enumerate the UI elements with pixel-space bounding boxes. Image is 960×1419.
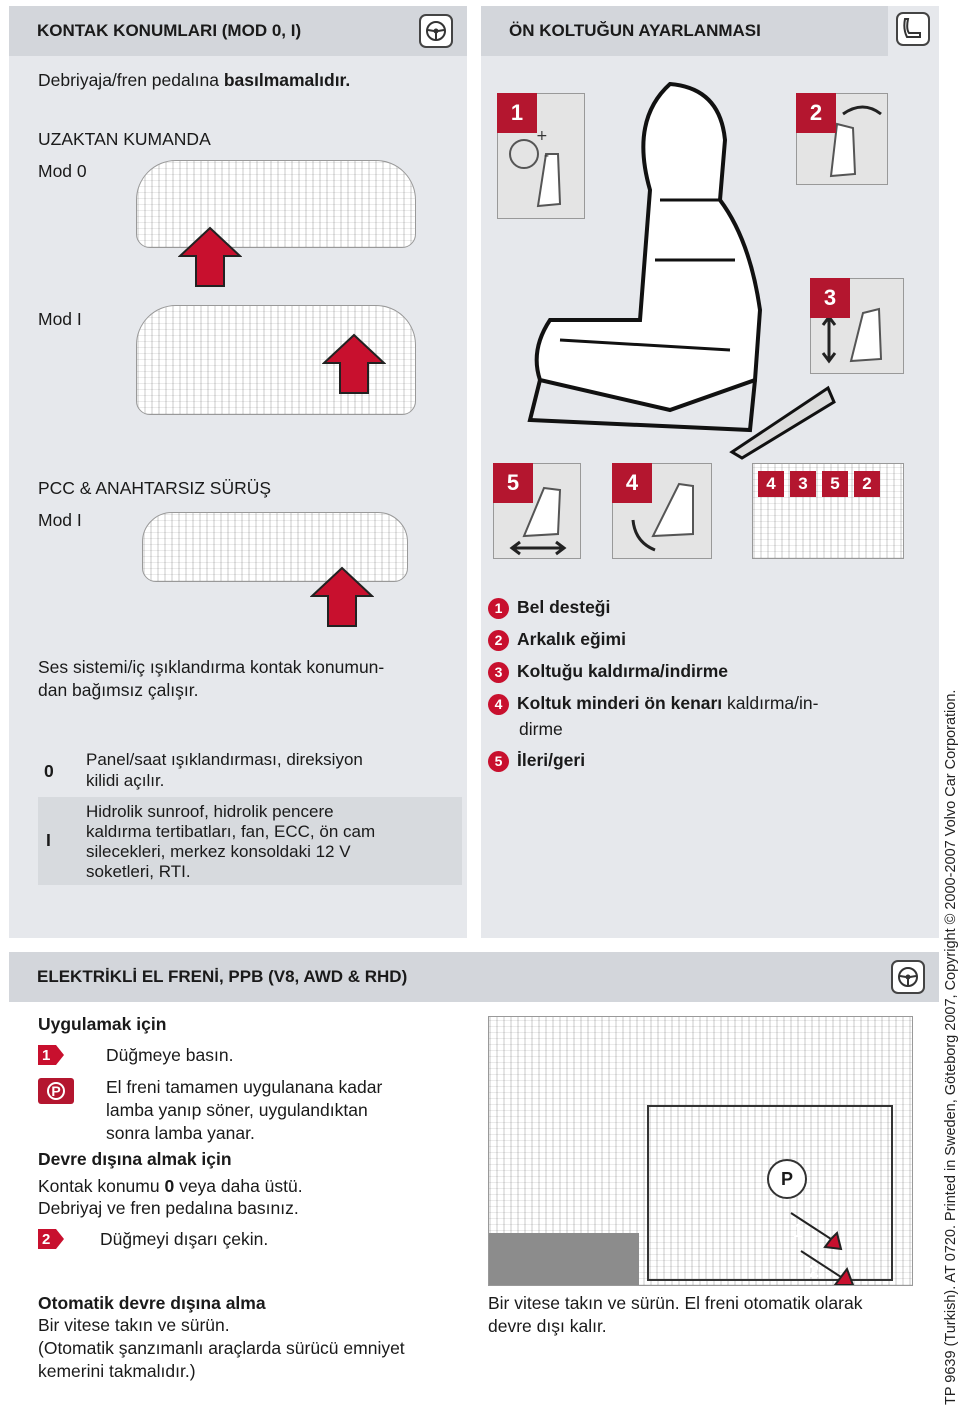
- release-line2: Debriyaj ve fren pedalına basınız.: [38, 1198, 299, 1218]
- dashboard-brake-photo: P 1 2: [488, 1016, 913, 1286]
- ignition-header: KONTAK KONUMLARI (MOD 0, I): [9, 6, 467, 56]
- table-key-0: 0: [44, 761, 54, 781]
- table-row: [38, 797, 462, 885]
- small-badge: 3: [790, 471, 816, 497]
- auto-heading: Otomatik devre dışına alma: [38, 1293, 266, 1313]
- push-pull-arrows-icon: 1 2: [790, 1212, 855, 1285]
- table-row: [38, 747, 462, 795]
- seat-controls-closeup: [728, 382, 838, 462]
- parking-brake-button-icon: P: [767, 1159, 807, 1199]
- seat-item-4-cont: dirme: [519, 719, 563, 739]
- table-value-I: Hidrolik sunroof, hidrolik pencere kaldı…: [86, 802, 376, 881]
- auto-release-note: Bir vitese takın ve sürün. El freni otom…: [488, 1293, 863, 1336]
- red-step-arrow-icon: [38, 1045, 64, 1065]
- red-arrow-up-icon: [178, 226, 242, 287]
- apply-heading: Uygulamak için: [38, 1014, 167, 1034]
- red-arrow-up-icon: [322, 333, 386, 394]
- step1-num: 1: [42, 1047, 51, 1064]
- badge-3: 3: [810, 278, 850, 318]
- badge-1: 1: [497, 93, 537, 133]
- parking-lamp-icon: P: [38, 1078, 74, 1104]
- steering-wheel-icon: [891, 960, 925, 994]
- red-arrow-up-icon: [310, 566, 374, 627]
- auto-text: Bir vitese takın ve sürün. (Otomatik şan…: [38, 1315, 405, 1381]
- seat-icon: [896, 12, 930, 46]
- table-value-0: Panel/saat ışıklandırması, direksiyon ki…: [86, 750, 363, 790]
- small-badge: 2: [854, 471, 880, 497]
- table-key-I: I: [46, 830, 51, 850]
- modI-label: Mod I: [38, 309, 82, 329]
- audio-note: Ses sistemi/iç ışıklandırma kontak konum…: [38, 657, 385, 700]
- parking-brake-header: ELEKTRİKLİ EL FRENİ, PPB (V8, AWD & RHD): [9, 952, 939, 1002]
- seat-title: ÖN KOLTUĞUN AYARLANMASI: [509, 21, 761, 40]
- console-shadow: [489, 1233, 639, 1285]
- badge-2: 2: [796, 93, 836, 133]
- red-step-arrow-icon: [38, 1229, 64, 1249]
- copyright-vertical: TP 9639 (Turkish). AT 0720. Printed in S…: [943, 689, 959, 1405]
- release-line1: Kontak konumu 0 veya daha üstü.: [38, 1176, 303, 1196]
- step2-num: 2: [42, 1231, 51, 1248]
- svg-text:+: +: [536, 128, 548, 144]
- brake-switch-inset: P: [647, 1105, 893, 1281]
- step2-text: Düğmeyi dışarı çekin.: [100, 1229, 269, 1249]
- small-badge-row: 4 3 5 2: [758, 471, 880, 497]
- remote-key-mod0-image: [136, 160, 416, 248]
- ignition-title: KONTAK KONUMLARI (MOD 0, I): [37, 21, 302, 40]
- remote-key-modI-image: [136, 305, 416, 415]
- pcc-heading: PCC & ANAHTARSIZ SÜRÜŞ: [38, 478, 272, 498]
- svg-text:-: -: [544, 148, 549, 164]
- badge-5: 5: [493, 463, 533, 503]
- remote-heading: UZAKTAN KUMANDA: [38, 129, 211, 149]
- seat-header: ÖN KOLTUĞUN AYARLANMASI: [481, 6, 888, 56]
- small-badge: 4: [758, 471, 784, 497]
- step1-text: Düğmeye basın.: [106, 1045, 234, 1065]
- parking-brake-title: ELEKTRİKLİ EL FRENİ, PPB (V8, AWD & RHD): [37, 967, 408, 986]
- arrow-label-2: 2: [809, 1261, 819, 1281]
- lamp-text: El freni tamamen uygulanana kadar lamba …: [106, 1077, 383, 1143]
- steering-wheel-icon: [419, 14, 453, 48]
- seat-illustration: [520, 80, 780, 460]
- pcc-mod-label: Mod I: [38, 510, 82, 530]
- arrow-label-1: 1: [793, 1221, 803, 1241]
- badge-4: 4: [612, 463, 652, 503]
- small-badge: 5: [822, 471, 848, 497]
- release-heading: Devre dışına almak için: [38, 1149, 232, 1169]
- pcc-key-image: [142, 512, 408, 582]
- pedal-warning: Debriyaja/fren pedalına basılmamalıdır.: [38, 70, 351, 90]
- mod0-label: Mod 0: [38, 161, 87, 181]
